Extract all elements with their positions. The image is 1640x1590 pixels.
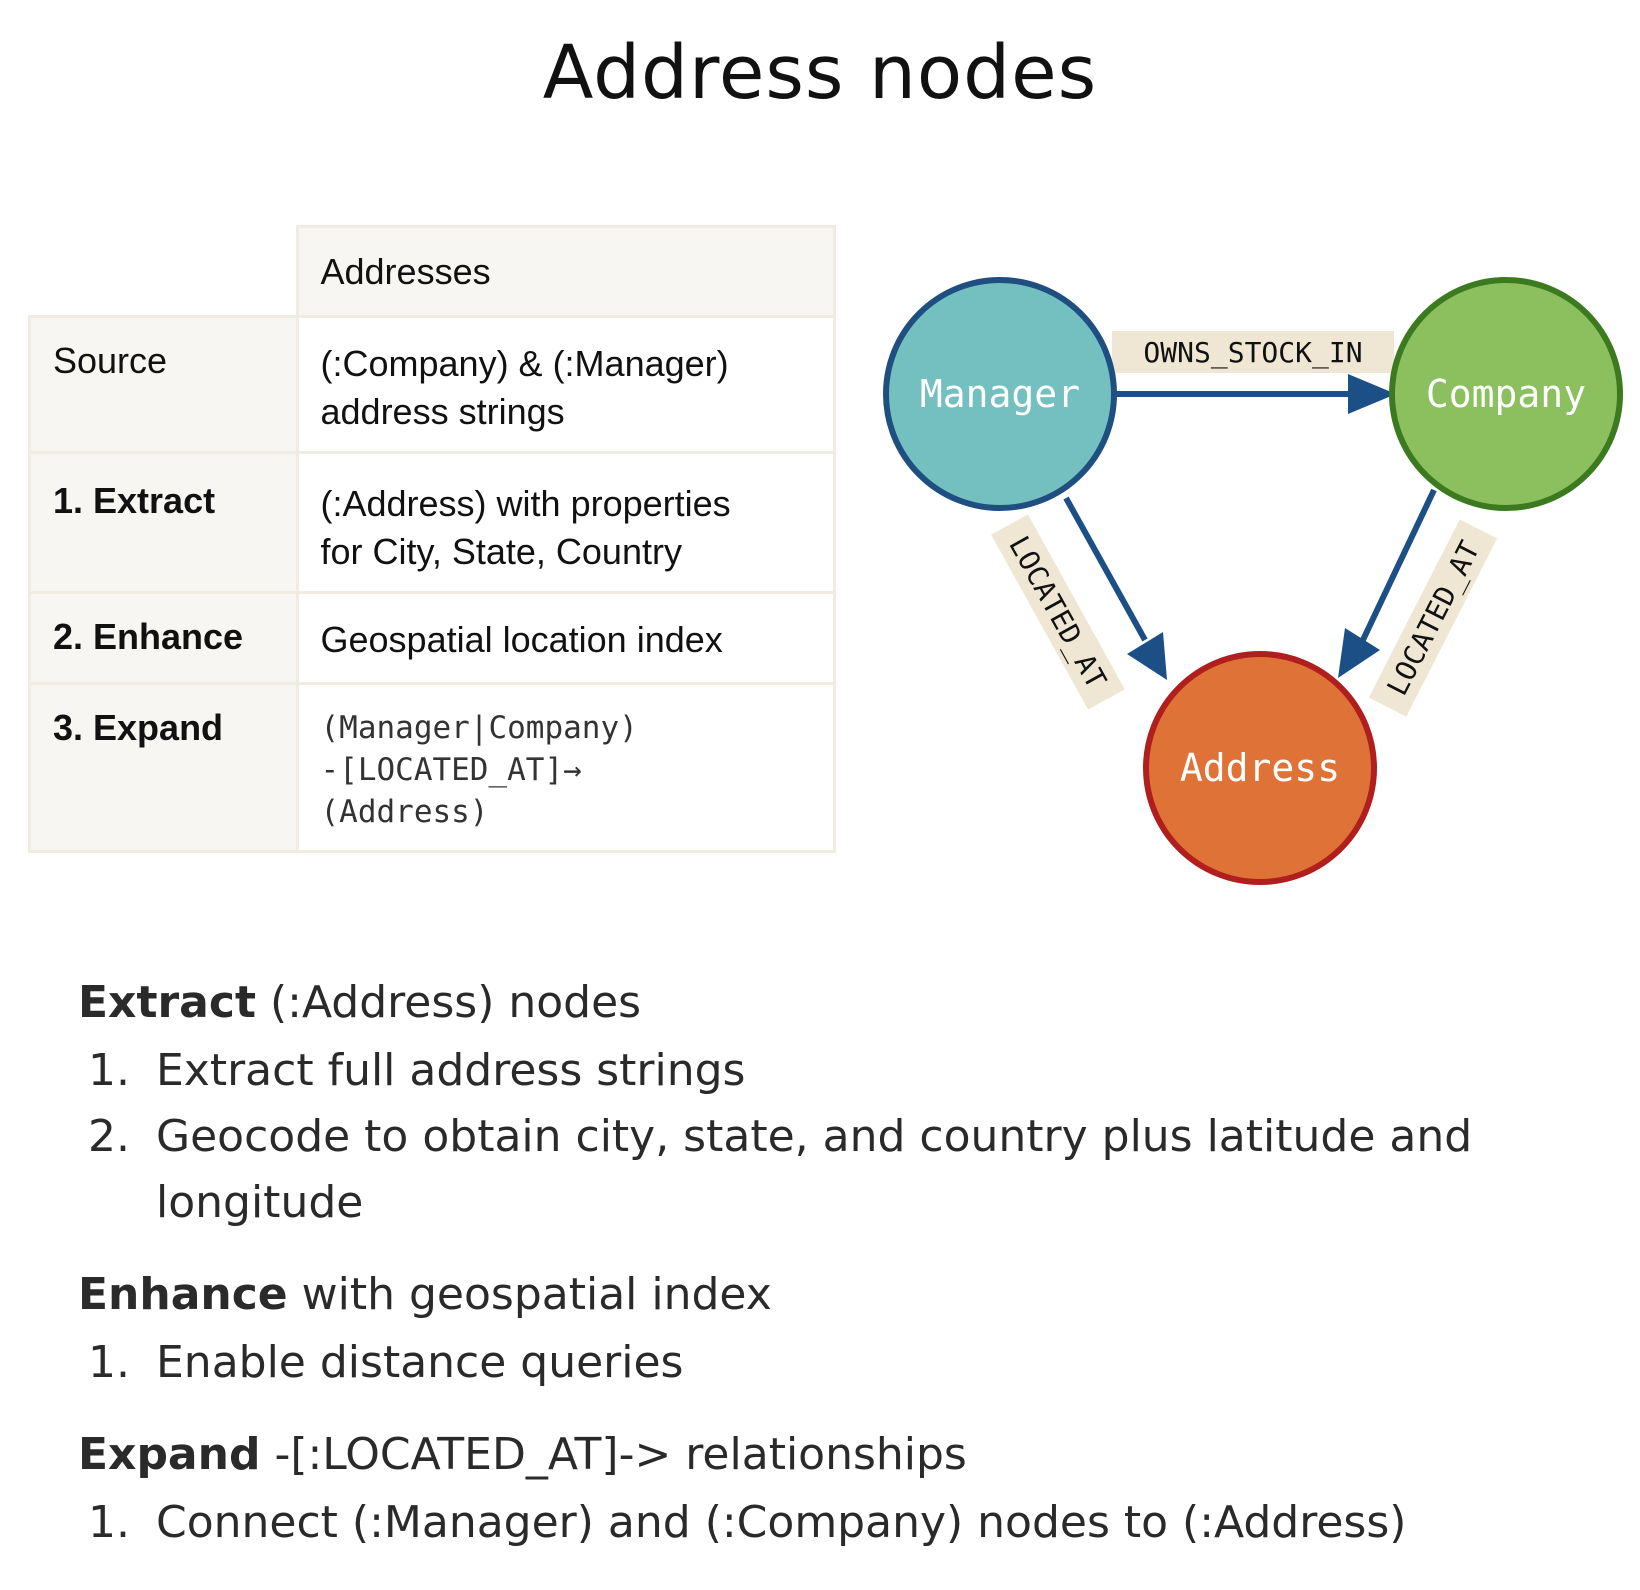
row-code-line: (Manager|Company) [320, 710, 638, 746]
row-value-line: Geospatial location index [320, 619, 723, 660]
row-label: Source [28, 315, 299, 454]
edge-line [1359, 488, 1437, 644]
node-circle [1143, 651, 1377, 885]
table-row: 3. Expand (Manager|Company) -[LOCATED_AT… [28, 682, 836, 853]
list-item: 1. Extract full address strings [78, 1038, 1618, 1104]
row-value: Geospatial location index [295, 591, 836, 685]
list-item: 1. Enable distance queries [78, 1330, 1618, 1396]
row-label: 1. Extract [28, 451, 299, 594]
node-label: Manager [920, 372, 1080, 416]
row-value-line: (:Company) & (:Manager) [320, 343, 729, 384]
page-title: Address nodes [542, 30, 1098, 116]
list-item: 2. Geocode to obtain city, state, and cou… [78, 1104, 1618, 1236]
edge-label-background [1368, 519, 1498, 717]
node-label: Address [1180, 746, 1340, 790]
section-heading-text: with geospatial index [287, 1269, 772, 1320]
table-row: 1. Extract (:Address) with properties fo… [28, 451, 836, 594]
row-code-line: -[LOCATED_AT]→ [320, 752, 582, 788]
node-manager: Manager [883, 277, 1117, 511]
list-number: 1. [88, 1337, 130, 1388]
header-cell: Addresses [295, 225, 836, 318]
notes-section: Extract (:Address) nodes 1. Extract full … [78, 970, 1618, 1556]
enhance-list: 1. Enable distance queries [78, 1330, 1618, 1396]
list-number: 1. [88, 1497, 130, 1548]
list-number: 2. [88, 1111, 130, 1162]
node-address: Address [1143, 651, 1377, 885]
edge-label-background [1112, 331, 1394, 373]
section-keyword: Extract [78, 977, 256, 1028]
expand-list: 1. Connect (:Manager) and (:Company) node… [78, 1490, 1618, 1556]
node-circle [1389, 277, 1623, 511]
edge-line [1063, 496, 1148, 642]
row-value-line: for City, State, Country [320, 531, 682, 572]
arrow-head-icon [1127, 632, 1167, 680]
edge-owns-stock-in: OWNS_STOCK_IN [1112, 331, 1396, 414]
node-company: Company [1389, 277, 1623, 511]
section-expand-heading: Expand -[:LOCATED_AT]-> relationships [78, 1422, 1618, 1488]
edge-manager-located-at: LOCATED_AT [991, 496, 1167, 710]
list-item: 1. Connect (:Manager) and (:Company) node… [78, 1490, 1618, 1556]
row-value-line: (:Address) with properties [320, 483, 731, 524]
section-keyword: Enhance [78, 1269, 288, 1320]
section-enhance-heading: Enhance with geospatial index [78, 1262, 1618, 1328]
row-value: (:Company) & (:Manager) address strings [295, 315, 836, 454]
arrow-head-icon [1348, 374, 1396, 414]
row-label: 3. Expand [28, 682, 299, 853]
table-header-row: Addresses [29, 225, 836, 318]
edge-label: OWNS_STOCK_IN [1143, 336, 1362, 370]
section-heading-text: (:Address) nodes [255, 977, 642, 1028]
steps-table: Addresses Source (:Company) & (:Manager)… [28, 225, 836, 853]
table-row: 2. Enhance Geospatial location index [28, 591, 836, 685]
row-code-line: (Address) [320, 794, 489, 830]
header-blank-cell [29, 226, 299, 318]
section-extract-heading: Extract (:Address) nodes [78, 970, 1618, 1036]
edge-company-located-at: LOCATED_AT [1338, 488, 1498, 717]
node-label: Company [1426, 372, 1586, 416]
list-item-text: Geocode to obtain city, state, and count… [156, 1111, 1473, 1228]
arrow-head-icon [1338, 628, 1380, 678]
edge-label: LOCATED_AT [1380, 536, 1487, 702]
extract-list: 1. Extract full address strings 2. Geocode… [78, 1038, 1618, 1236]
list-item-text: Enable distance queries [156, 1337, 684, 1388]
edge-label-background [991, 514, 1125, 710]
row-value: (Manager|Company) -[LOCATED_AT]→ (Addres… [295, 682, 836, 853]
section-heading-text: -[:LOCATED_AT]-> relationships [260, 1429, 967, 1480]
list-item-text: Connect (:Manager) and (:Company) nodes … [156, 1497, 1407, 1548]
row-label: 2. Enhance [28, 591, 299, 685]
node-circle [883, 277, 1117, 511]
graph-diagram: OWNS_STOCK_IN LOCATED_AT LOCATED_AT Mana… [883, 277, 1623, 885]
section-keyword: Expand [78, 1429, 261, 1480]
list-number: 1. [88, 1045, 130, 1096]
row-value: (:Address) with properties for City, Sta… [295, 451, 836, 594]
table-row: Source (:Company) & (:Manager) address s… [28, 315, 836, 454]
list-item-text: Extract full address strings [156, 1045, 746, 1096]
row-value-line: address strings [320, 391, 565, 432]
